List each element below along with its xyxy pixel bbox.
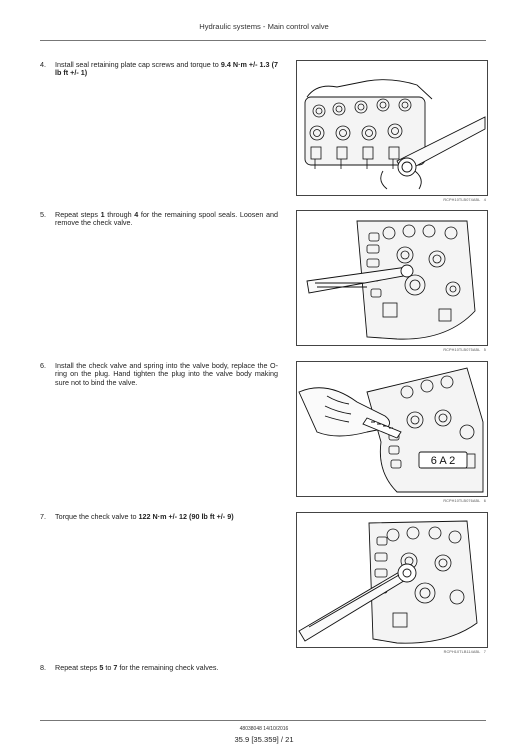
figure-5-caption: RCPH10TLB075ABL 5 (296, 348, 486, 352)
figure-6-image: 6 A 2 (296, 361, 488, 497)
step-number: 4. (40, 60, 46, 69)
step-torque-value: 122 N·m +/- 12 (90 lb ft +/- 9) (138, 512, 234, 521)
figure-id: RCPH10TLB075ABL (443, 348, 481, 352)
step-text: Repeat steps 5 to 7 for the remaining ch… (55, 663, 219, 672)
footer-document-id: 48038048 14/10/2016 (239, 726, 289, 732)
figure-4-caption: RCPH10TLB074ABL 4 (296, 198, 486, 202)
step-number: 5. (40, 210, 46, 219)
footer-divider (40, 720, 486, 721)
step-text: Torque the check valve to 122 N·m +/- 12… (55, 512, 234, 521)
step-4: 4. Install seal retaining plate cap scre… (40, 60, 278, 78)
step-8: 8. Repeat steps 5 to 7 for the remaining… (40, 663, 340, 672)
step-number: 8. (40, 663, 46, 672)
step-text: Install seal retaining plate cap screws … (55, 60, 278, 78)
step-text-pre: Install seal retaining plate cap screws … (55, 60, 221, 69)
figure-6-caption: RCPH10TLB076ABL 6 (296, 499, 486, 503)
step-text: Repeat steps 1 through 4 for the remaini… (55, 210, 279, 228)
page-header-title: Hydraulic systems - Main control valve (199, 22, 329, 31)
svg-text:6 A 2: 6 A 2 (431, 455, 455, 467)
step-7: 7. Torque the check valve to 122 N·m +/-… (40, 512, 278, 521)
figure-number: 7 (483, 650, 486, 654)
figure-4-image (296, 60, 488, 196)
figure-5-image (296, 210, 488, 346)
step-torque-value: 9.4 N·m +/- 1.3 (7 lb ft +/- 1) (55, 60, 278, 78)
step-number: 6. (40, 361, 46, 370)
header-divider (40, 40, 486, 41)
figure-id: RCPH10TLB114ABL (443, 650, 481, 654)
footer-page-number: 35.9 [35.359] / 21 (234, 735, 294, 744)
figure-number: 4 (483, 198, 486, 202)
figure-id: RCPH10TLB076ABL (443, 499, 481, 503)
figure-number: 6 (483, 499, 486, 503)
step-number: 7. (40, 512, 46, 521)
step-5: 5. Repeat steps 1 through 4 for the rema… (40, 210, 279, 228)
step-6: 6. Install the check valve and spring in… (40, 361, 278, 387)
figure-number: 5 (483, 348, 486, 352)
step-text: Install the check valve and spring into … (55, 361, 278, 387)
figure-7-image (296, 512, 488, 648)
figure-id: RCPH10TLB074ABL (443, 198, 481, 202)
figure-7-caption: RCPH10TLB114ABL 7 (296, 650, 486, 654)
valve-stamp: 6 A 2 (418, 451, 468, 469)
